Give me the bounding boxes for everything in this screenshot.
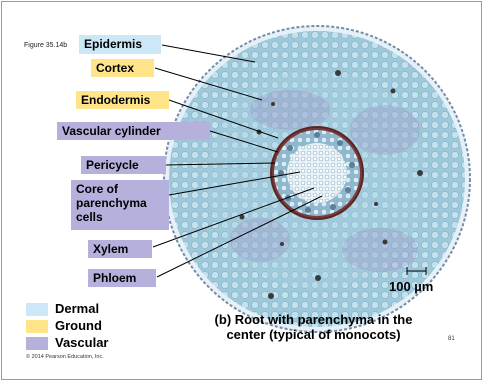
figure-caption: (b) Root with parenchyma in the center (… xyxy=(196,312,431,342)
label-pericycle: Pericycle xyxy=(81,156,166,174)
scale-bar-label: 100 µm xyxy=(389,279,433,294)
label-epidermis: Epidermis xyxy=(79,35,161,54)
label-phloem: Phloem xyxy=(88,269,156,287)
label-core-of-parenchyma: Core of parenchyma cells xyxy=(71,180,169,230)
label-xylem: Xylem xyxy=(88,240,152,258)
legend-swatch-vascular xyxy=(26,337,48,350)
page-number: 81 xyxy=(448,336,455,342)
vascular-cylinder xyxy=(271,127,363,219)
copyright-notice: © 2014 Pearson Education, Inc. xyxy=(26,354,104,360)
legend-swatch-dermal xyxy=(26,303,48,316)
legend-label-vascular: Vascular xyxy=(55,335,109,350)
caption-line2: center (typical of monocots) xyxy=(196,327,431,342)
label-cortex: Cortex xyxy=(91,59,154,77)
core-label-line2: parenchyma xyxy=(76,196,164,210)
label-vascular-cylinder: Vascular cylinder xyxy=(57,122,210,140)
caption-line1: (b) Root with parenchyma in the xyxy=(196,312,431,327)
core-label-line3: cells xyxy=(76,210,164,224)
legend-label-ground: Ground xyxy=(55,318,102,333)
label-endodermis: Endodermis xyxy=(76,91,169,109)
core-label-line1: Core of xyxy=(76,182,164,196)
legend-label-dermal: Dermal xyxy=(55,301,99,316)
legend-swatch-ground xyxy=(26,320,48,333)
